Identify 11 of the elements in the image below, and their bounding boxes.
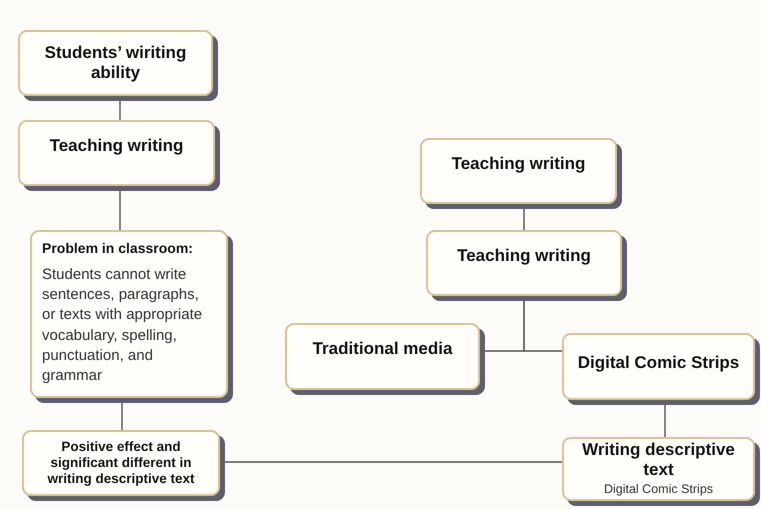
box-heading: Students’ wiriting ability [44,42,188,84]
box-text: Digital Comic Strips [604,481,714,498]
box-heading: Teaching writing [457,246,591,266]
box-heading: Problem in classroom: [42,240,193,257]
box-heading: Positive effect and significant different in writing descriptive text [46,438,196,488]
box-heading: Writing descriptive text [581,440,736,480]
box-heading: Teaching writing [452,154,586,174]
box-text: Students cannot write sentences, paragraphs, or texts with appropriate vocabulary, spelling, punctuation, and grammar [42,264,204,386]
box-heading: Teaching writing [50,136,184,156]
box-heading: Traditional media [312,339,452,360]
box-heading: Digital Comic Strips [578,353,740,374]
